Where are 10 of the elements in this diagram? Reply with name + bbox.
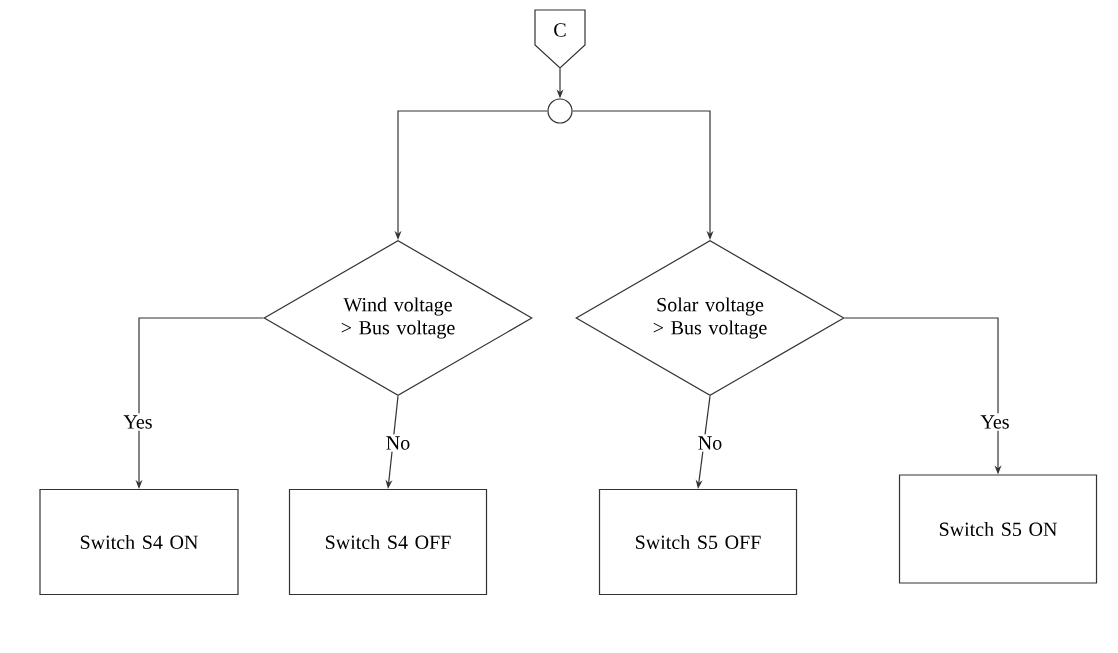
process-box: Switch S5 ON xyxy=(898,474,1098,584)
edge-label: No xyxy=(695,434,725,452)
process-box: Switch S4 OFF xyxy=(288,488,488,596)
process-box: Switch S5 OFF xyxy=(598,488,798,596)
edge-label: Yes xyxy=(121,413,155,431)
edge-label: Yes xyxy=(978,413,1012,431)
off-page-connector: C xyxy=(534,9,586,69)
junction-circle xyxy=(547,98,573,124)
process-box: Switch S4 ON xyxy=(39,488,239,596)
edge-label: No xyxy=(383,434,413,452)
